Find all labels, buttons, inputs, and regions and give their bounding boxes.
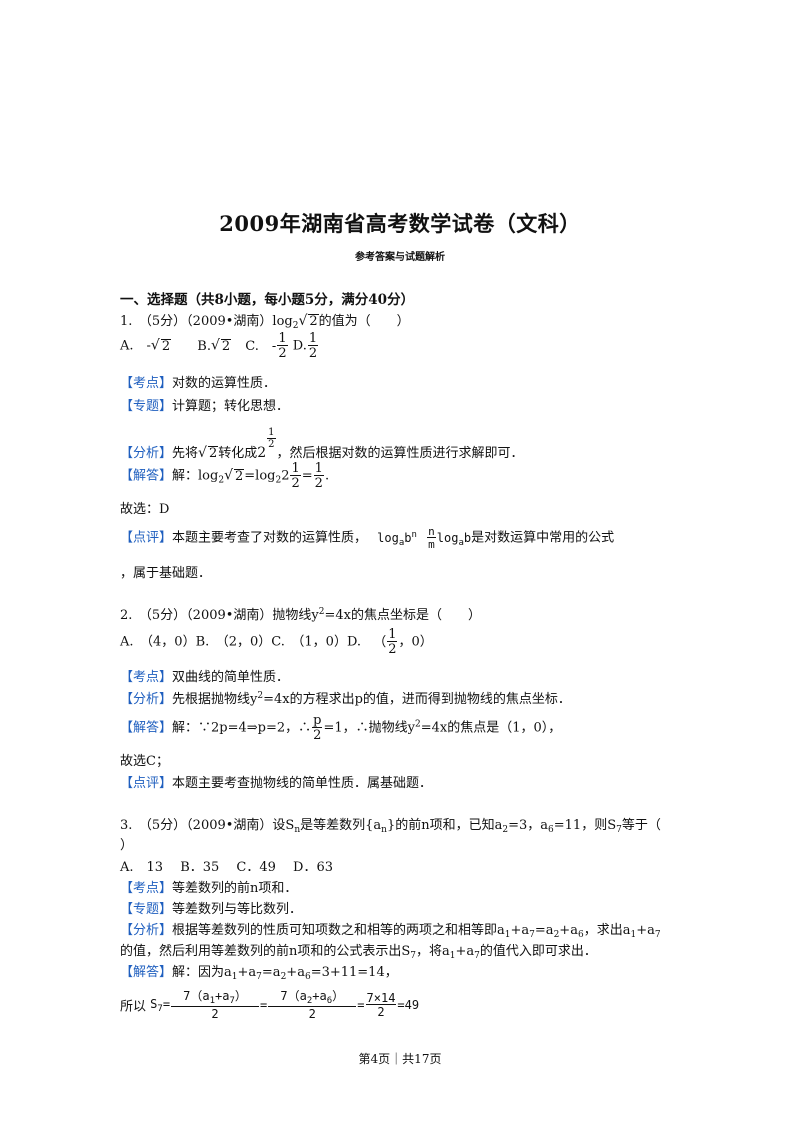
- section-heading: 一、选择题（共8小题，每小题5分，满分40分）: [120, 292, 415, 308]
- q2-answer: 故选C；: [120, 754, 169, 769]
- page-title: 2009年湖南省高考数学试卷（文科）: [219, 211, 581, 236]
- q2-stem: 2. （5分）（2009•湖南）抛物线y2=4x的焦点坐标是（ ）: [120, 607, 482, 623]
- q3-stem-close: ）: [120, 838, 134, 853]
- q1-kaodian: 【考点】对数的运算性质．: [120, 376, 277, 391]
- q3-fenxi-cont: 的值，然后利用等差数列的前n项和的公式表示出S7，将a1+a7的值代入即可求出．: [120, 944, 597, 961]
- page-footer: 第4页｜共17页: [358, 1052, 442, 1066]
- q3-options: A. 13 B．35 C．49 D．63: [120, 860, 334, 875]
- q1-dianping-cont: ，属于基础题．: [120, 566, 212, 581]
- q3-stem: 3. （5分）（2009•湖南）设Sn是等差数列{an}的前n项和，已知a2=3…: [120, 818, 661, 835]
- q1-stem: 1. （5分）（2009•湖南）log2√2的值为（ ）: [120, 313, 410, 331]
- q3-kaodian: 【考点】等差数列的前n项和．: [120, 881, 298, 896]
- page-subtitle: 参考答案与试题解析: [355, 252, 445, 263]
- q3-jieda: 【解答】解：因为a1+a7=a2+a6=3+11=14，: [120, 965, 398, 982]
- q3-zhuanti: 【专题】等差数列与等比数列．: [120, 902, 303, 917]
- q3-fenxi: 【分析】根据等差数列的性质可知项数之和相等的两项之和相等即a1+a7=a2+a6…: [120, 923, 661, 940]
- q1-answer: 故选：D: [120, 502, 170, 517]
- q1-zhuanti: 【专题】计算题；转化思想．: [120, 399, 290, 414]
- q2-dianping: 【点评】本题主要考查抛物线的简单性质．属基础题．: [120, 776, 433, 791]
- q2-kaodian: 【考点】双曲线的简单性质．: [120, 670, 290, 685]
- q2-fenxi: 【分析】先根据抛物线y2=4x的方程求出p的值，进而得到抛物线的焦点坐标．: [120, 691, 571, 707]
